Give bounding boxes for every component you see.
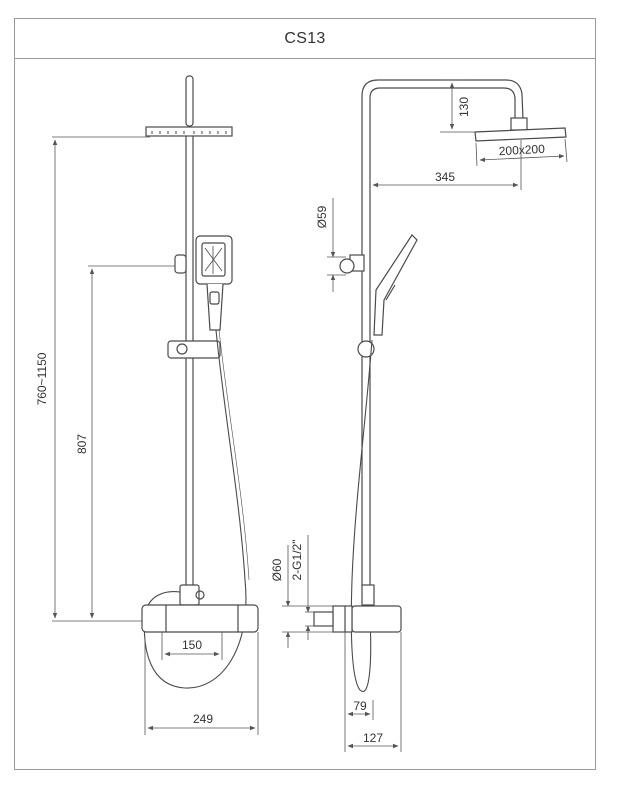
dim-line-head-size <box>479 154 565 162</box>
title-bar: CS13 <box>15 19 595 59</box>
front-slide-bracket <box>167 340 221 359</box>
front-view <box>141 75 259 689</box>
front-slide-knob <box>176 343 188 355</box>
front-valve-body <box>141 604 259 633</box>
label-escutcheon-dia: Ø60 <box>270 558 284 581</box>
front-riser-top <box>185 75 194 127</box>
side-slide-knob <box>357 340 375 358</box>
label-inlet-spacing: 150 <box>182 638 202 652</box>
label-depth-valve: 79 <box>353 699 367 713</box>
side-holder-knob <box>339 258 355 274</box>
label-slide-height: 807 <box>75 434 89 454</box>
label-overall-width: 249 <box>193 712 213 726</box>
label-height-range: 760~1150 <box>35 352 49 405</box>
drawing-sheet: CS13 <box>14 18 596 770</box>
front-dimensions <box>52 136 259 735</box>
side-hand-shower <box>373 234 418 336</box>
front-holder-knob <box>174 254 187 274</box>
side-riser-arm-inner <box>369 87 516 585</box>
side-escutcheon <box>332 605 353 633</box>
side-hand-shower-detail <box>385 284 396 301</box>
front-hand-shower-face <box>201 242 226 277</box>
side-dim-labels: 130 200x200 345 Ø59 Ø60 2-G1/2" 79 127 <box>270 97 545 745</box>
front-hand-shower-grid <box>204 246 223 274</box>
label-inlet-thread: 2-G1/2" <box>290 540 304 581</box>
front-rain-nozzles <box>151 131 227 134</box>
side-rain-head <box>474 127 567 142</box>
front-dim-labels: 760~1150 807 150 249 <box>35 352 213 726</box>
side-valve-body <box>351 605 402 633</box>
label-head-size: 200x200 <box>498 142 545 158</box>
front-rain-head <box>145 126 233 137</box>
side-valve-connector <box>361 584 375 606</box>
label-holder-dia: Ø59 <box>315 205 329 228</box>
front-hand-shower-handle <box>206 283 224 331</box>
front-diverter-knob <box>195 590 205 600</box>
side-head-connector <box>510 117 528 131</box>
label-depth-total: 127 <box>363 731 383 745</box>
side-dimensions <box>282 79 568 752</box>
model-title: CS13 <box>284 29 326 47</box>
label-arm-drop: 130 <box>457 97 471 117</box>
label-arm-reach: 345 <box>435 170 455 184</box>
side-inlet-pipe <box>313 611 334 627</box>
front-hose <box>143 329 247 689</box>
front-hand-shower-button <box>209 291 220 305</box>
front-hose-inner <box>218 329 250 581</box>
side-view <box>313 79 567 693</box>
